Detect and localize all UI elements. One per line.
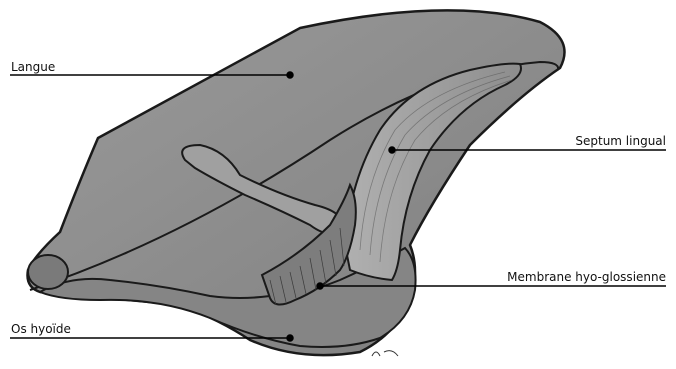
label-septum-lingual: Septum lingual bbox=[575, 134, 666, 148]
label-langue: Langue bbox=[11, 60, 55, 74]
leader-septum-dot bbox=[389, 147, 395, 153]
leader-langue-dot bbox=[287, 72, 293, 78]
label-membrane-hyo-glossienne: Membrane hyo-glossienne bbox=[507, 270, 666, 284]
hyoid-horn bbox=[28, 255, 68, 289]
artist-signature bbox=[372, 351, 398, 356]
label-os-hyoide: Os hyoïde bbox=[11, 322, 71, 336]
leader-membrane-dot bbox=[317, 283, 323, 289]
leader-os-hyoide-dot bbox=[287, 335, 293, 341]
